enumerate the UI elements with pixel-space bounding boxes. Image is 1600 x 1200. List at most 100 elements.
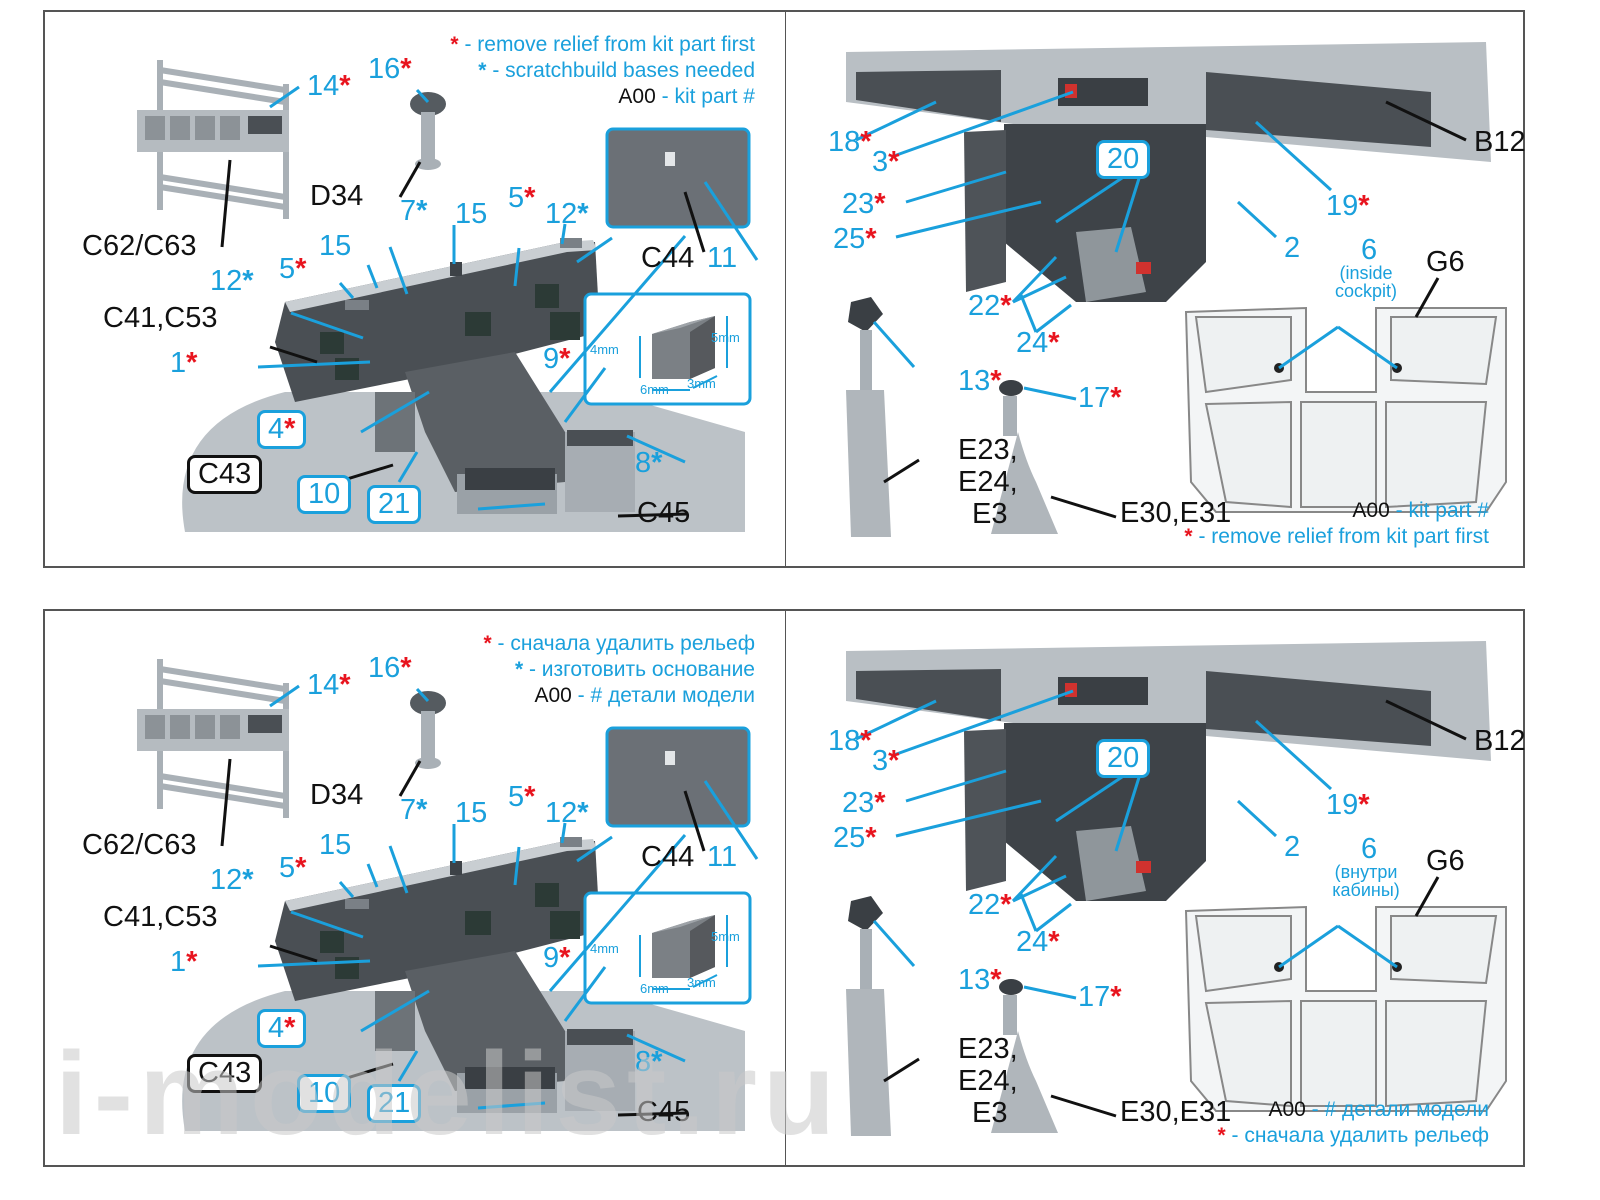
inset-c44-photo (605, 127, 751, 229)
callout-5-right: 5* (508, 182, 536, 214)
legend-kit-part-text: - # детали модели (1311, 1098, 1489, 1121)
legend-kit-part-code: A00 (1268, 1098, 1306, 1121)
windscreen-g6 (1184, 306, 1507, 513)
callout-12-left: 12* (210, 864, 254, 896)
legend-red-star-text: - сначала удалить рельеф (497, 632, 755, 655)
legend: A00 - # детали модели * - сначала удалит… (1218, 1097, 1490, 1149)
panel-7-part (450, 861, 462, 875)
callout-15-left: 15 (319, 829, 352, 861)
legend-blue-star-text: - scratchbuild bases needed (492, 59, 755, 82)
callout-8: 8* (635, 1046, 663, 1078)
callout-15-right: 15 (455, 198, 488, 230)
dim-depth: 3mm (687, 975, 716, 990)
panel-10-area (375, 991, 415, 1051)
legend-kit-part-code: A00 (534, 684, 572, 707)
legend: * - сначала удалить рельеф * - изготовит… (484, 631, 756, 709)
display (535, 883, 559, 907)
part-e30-e31: E30,E31 (1120, 497, 1232, 529)
stick-d34 (410, 691, 446, 769)
callout-17: 17* (1078, 981, 1122, 1013)
panel-21-area (465, 1067, 555, 1089)
panel-21-area (465, 468, 555, 490)
callout-24: 24* (1016, 327, 1060, 359)
legend-kit-part-text: - kit part # (1395, 499, 1489, 522)
display (535, 284, 559, 308)
watermark: i-modelist.ru (55, 1028, 842, 1160)
legend-kit-part-row: A00 - # детали модели (484, 683, 755, 709)
dim-height-front: 4mm (590, 342, 619, 357)
callout-7: 7* (400, 195, 428, 227)
overhead-artwork (846, 42, 1507, 537)
callout-20: 20 (1096, 140, 1151, 179)
callout-2: 2 (1284, 232, 1301, 264)
callout-13: 13* (958, 365, 1002, 397)
callout-9: 9* (543, 942, 571, 974)
callout-3: 3* (872, 745, 900, 777)
panel-8-area (567, 430, 633, 446)
callout-10: 10 (297, 1074, 352, 1113)
legend-blue-star-row: * - scratchbuild bases needed (450, 58, 755, 84)
part-11-marker (665, 751, 675, 765)
callout-18: 18* (828, 725, 872, 757)
throttle-quadrant (1076, 826, 1146, 901)
callout-6: 6 (1361, 234, 1378, 266)
panel-23-area (964, 729, 1006, 891)
part-c41-c53: C41,C53 (103, 302, 218, 334)
panel-5-part (345, 300, 369, 310)
callout-17: 17* (1078, 382, 1122, 414)
part-leaders (883, 100, 1467, 519)
display (320, 931, 344, 953)
instruction-sheet-english: * - remove relief from kit part first * … (43, 10, 1527, 568)
overhead-artwork (846, 641, 1507, 1136)
callout-10: 10 (297, 475, 352, 514)
part-c44: C44 (641, 242, 695, 274)
red-star-icon: * (1217, 1124, 1226, 1147)
part-g6: G6 (1426, 845, 1465, 877)
dim-height-front: 4mm (590, 941, 619, 956)
dim-width: 6mm (640, 382, 669, 397)
legend-red-star-text: - сначала удалить рельеф (1231, 1124, 1489, 1147)
part-c43: C43 (187, 1054, 263, 1093)
part-c41-c53: C41,C53 (103, 901, 218, 933)
part-b12: B12 (1474, 126, 1526, 158)
callout-24: 24* (1016, 926, 1060, 958)
part-e23-e24-e3: E23,E24,E3 (958, 434, 1018, 530)
panel-18-area (856, 70, 1001, 122)
center-pedestal (405, 951, 565, 1091)
callout-20: 20 (1096, 739, 1151, 778)
display (550, 312, 580, 340)
display (465, 312, 491, 336)
part-c43: C43 (187, 455, 263, 494)
callout-3: 3* (872, 146, 900, 178)
left-panel-instrument-console: * - сначала удалить рельеф * - изготовит… (45, 611, 835, 1165)
dim-depth: 3mm (687, 376, 716, 391)
panel-5-part (560, 238, 582, 248)
throttle-quadrant (1076, 227, 1146, 302)
stick-e30 (991, 380, 1058, 534)
display (465, 911, 491, 935)
part-e30-e31: E30,E31 (1120, 1096, 1232, 1128)
part-c45: C45 (637, 497, 691, 529)
callout-25: 25* (833, 822, 877, 854)
inset-c44-photo (605, 726, 751, 828)
panel-23-area (964, 130, 1006, 292)
callout-16: 16* (368, 53, 412, 85)
display (320, 332, 344, 354)
legend: A00 - kit part # * - remove relief from … (1184, 498, 1489, 550)
panel-divider (785, 611, 786, 1165)
legend: * - remove relief from kit part first * … (450, 32, 755, 110)
legend-blue-star-row: * - изготовить основание (484, 657, 755, 683)
panel-7-part (450, 262, 462, 276)
callout-18: 18* (828, 126, 872, 158)
callout-12-left: 12* (210, 265, 254, 297)
center-pedestal (405, 352, 565, 492)
stick-e23 (846, 896, 891, 1136)
dim-height-back: 5mm (711, 929, 740, 944)
right-panel-overhead-console: 18* 3* 20 23* 25* 22* 24* 2 19* B12 6 (i… (786, 12, 1527, 566)
callout-12-right: 12* (545, 198, 589, 230)
callout-19: 19* (1326, 789, 1370, 821)
stick-e23 (846, 297, 891, 537)
panel-10-area (375, 392, 415, 452)
